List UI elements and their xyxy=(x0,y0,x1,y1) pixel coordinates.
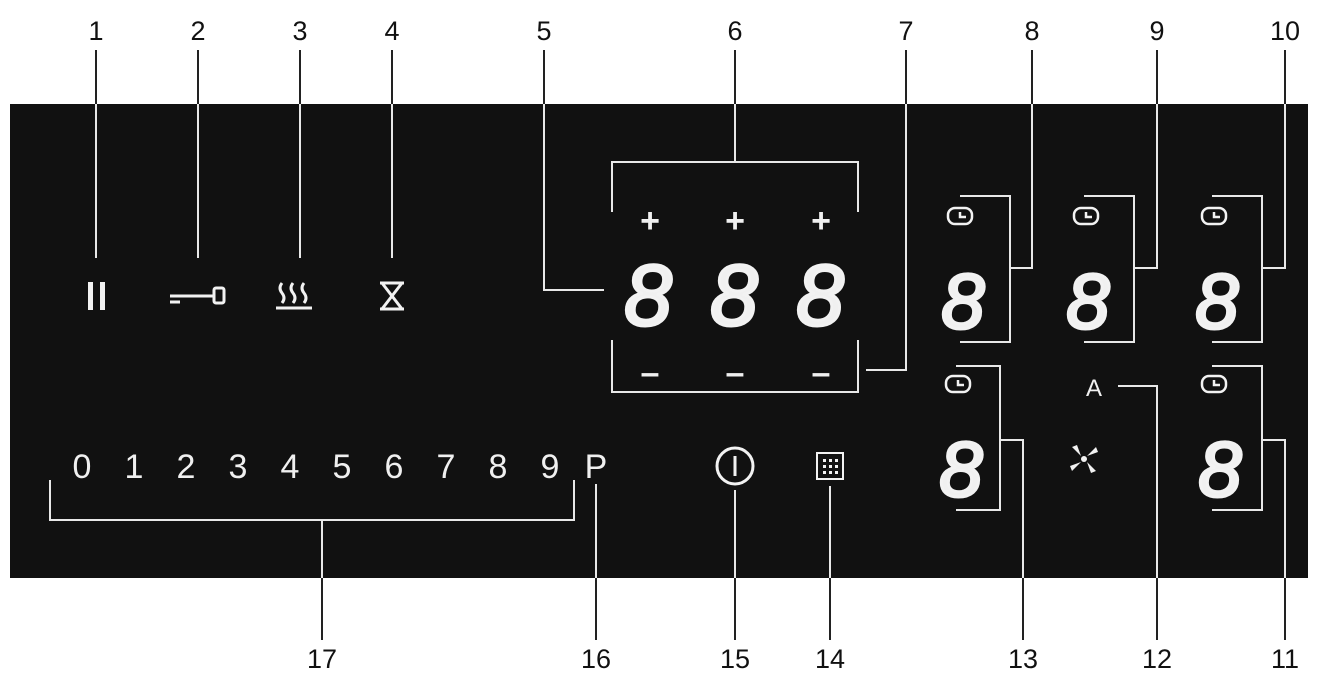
bracket-10 xyxy=(1212,195,1263,343)
clock-icon[interactable] xyxy=(944,374,972,394)
plus-button-1[interactable]: + xyxy=(640,202,660,240)
bracket-8 xyxy=(960,195,1011,343)
slider-digit-0[interactable]: 0 xyxy=(73,448,92,486)
power-level-slider: 0 1 2 3 4 5 6 7 8 9 xyxy=(73,448,560,486)
callout-11: 11 xyxy=(1271,644,1299,674)
slider-digit-5[interactable]: 5 xyxy=(333,448,352,486)
bracket-17 xyxy=(49,480,575,521)
callout-10: 10 xyxy=(1270,16,1300,46)
callout-16: 16 xyxy=(581,644,611,674)
zone-digit-10: 8 xyxy=(1195,257,1238,345)
leader-8-inner xyxy=(1010,104,1033,269)
clock-icon[interactable] xyxy=(1072,206,1100,226)
leader-7-inner xyxy=(866,104,907,371)
callout-6: 6 xyxy=(727,16,742,46)
power-icon[interactable] xyxy=(715,446,755,486)
callout-1: 1 xyxy=(88,16,103,46)
slider-digit-7[interactable]: 7 xyxy=(437,448,456,486)
clock-icons xyxy=(944,206,1228,394)
fan-icon[interactable] xyxy=(1070,445,1098,473)
minus-buttons: – – – xyxy=(641,354,831,392)
minus-button-1[interactable]: – xyxy=(641,354,660,392)
seven-segment-digit-3: 8 xyxy=(796,248,844,344)
program-button[interactable]: P xyxy=(585,448,608,486)
callout-14: 14 xyxy=(815,644,845,674)
callout-13: 13 xyxy=(1008,644,1038,674)
main-display: 8 8 8 xyxy=(623,247,846,346)
keep-warm-icon[interactable] xyxy=(276,282,312,310)
callout-17: 17 xyxy=(307,644,337,674)
leader-lines xyxy=(49,50,1286,640)
key-lock-icon[interactable] xyxy=(170,286,226,305)
bracket-13 xyxy=(956,365,1001,511)
zone-displays-top: 8 8 8 xyxy=(940,256,1240,347)
callout-5: 5 xyxy=(536,16,551,46)
hourglass-icon[interactable] xyxy=(380,281,404,311)
bracket-11 xyxy=(1212,365,1263,511)
callout-2: 2 xyxy=(190,16,205,46)
callout-8: 8 xyxy=(1024,16,1039,46)
clock-icon[interactable] xyxy=(1200,374,1228,394)
callout-3: 3 xyxy=(292,16,307,46)
bracket-6 xyxy=(611,161,859,212)
zone-displays-bottom: 8 8 xyxy=(938,424,1243,515)
callout-4: 4 xyxy=(384,16,399,46)
zone-digit-11: 8 xyxy=(1198,425,1241,513)
leader-11-inner xyxy=(1262,439,1286,578)
leader-10-inner xyxy=(1262,104,1286,269)
slider-digit-6[interactable]: 6 xyxy=(385,448,404,486)
callout-labels: 1 2 3 4 5 6 7 8 9 10 11 12 13 14 15 16 1… xyxy=(88,16,1300,674)
plus-button-2[interactable]: + xyxy=(725,202,745,240)
clock-icon[interactable] xyxy=(1200,206,1228,226)
slider-digit-3[interactable]: 3 xyxy=(229,448,248,486)
plus-button-3[interactable]: + xyxy=(811,202,831,240)
zone-digit-13: 8 xyxy=(939,425,982,513)
leader-13-inner xyxy=(1000,439,1024,578)
bracket-9 xyxy=(1084,195,1135,343)
leader-12-inner xyxy=(1118,385,1158,578)
slider-digit-2[interactable]: 2 xyxy=(177,448,196,486)
slider-digit-1[interactable]: 1 xyxy=(125,448,144,486)
minus-button-3[interactable]: – xyxy=(812,354,831,392)
zone-digit-9: 8 xyxy=(1066,257,1109,345)
bracket-7 xyxy=(611,340,859,393)
slider-digit-4[interactable]: 4 xyxy=(281,448,300,486)
seven-segment-digit-1: 8 xyxy=(624,248,672,344)
slider-digit-9[interactable]: 9 xyxy=(541,448,560,486)
callout-12: 12 xyxy=(1142,644,1172,674)
leader-9-inner xyxy=(1134,104,1158,269)
seven-segment-digit-2: 8 xyxy=(710,248,758,344)
minus-button-2[interactable]: – xyxy=(726,354,745,392)
callout-7: 7 xyxy=(898,16,913,46)
callout-9: 9 xyxy=(1149,16,1164,46)
grid-menu-icon[interactable] xyxy=(816,452,844,480)
auto-label[interactable]: A xyxy=(1086,375,1102,402)
plus-buttons: + + + xyxy=(640,202,831,240)
pause-icon[interactable] xyxy=(88,282,105,310)
clock-icon[interactable] xyxy=(946,206,974,226)
leader-5-inner xyxy=(543,104,604,291)
callout-15: 15 xyxy=(720,644,750,674)
slider-digit-8[interactable]: 8 xyxy=(489,448,508,486)
zone-digit-8: 8 xyxy=(941,257,984,345)
